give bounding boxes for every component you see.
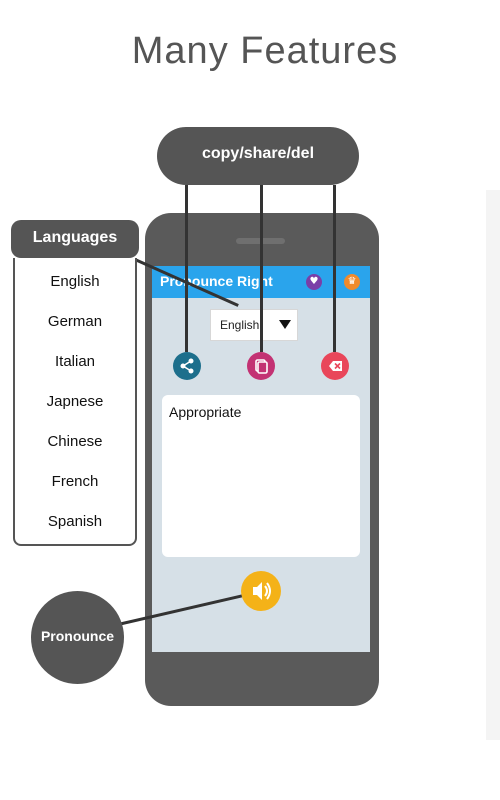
copy-icon[interactable] (247, 352, 275, 380)
language-item: English (50, 273, 100, 290)
language-item: French (51, 473, 99, 490)
text-input[interactable] (162, 395, 360, 557)
share-icon[interactable] (173, 352, 201, 380)
language-item: Italian (54, 353, 96, 370)
speaker-icon[interactable] (241, 571, 281, 611)
language-item: Chinese (47, 433, 103, 450)
text-input-value: Appropriate (169, 404, 242, 420)
crown-icon[interactable]: ♛ (344, 274, 360, 290)
connector-line (333, 185, 336, 352)
languages-list (13, 258, 137, 546)
language-item: Japnese (46, 393, 104, 410)
connector-line (260, 185, 263, 352)
callout-copy-share-del: copy/share/del (201, 145, 315, 162)
page-heading: Many Features (131, 30, 399, 72)
callout-pronounce: Pronounce (40, 628, 115, 644)
language-item: Spanish (47, 513, 103, 530)
callout-tag (11, 220, 139, 258)
triangle-down-icon (279, 320, 291, 329)
callout-circle (31, 591, 124, 684)
language-dropdown-value: English (220, 318, 260, 332)
callout-bubble (157, 127, 359, 185)
background-panel (486, 190, 500, 740)
heart-icon[interactable]: ♥ (306, 274, 322, 290)
language-item: German (47, 313, 103, 330)
connector-line (185, 185, 188, 352)
callout-languages: Languages (32, 229, 118, 246)
app-title: Pronounce Right (160, 273, 273, 289)
backspace-icon[interactable] (321, 352, 349, 380)
